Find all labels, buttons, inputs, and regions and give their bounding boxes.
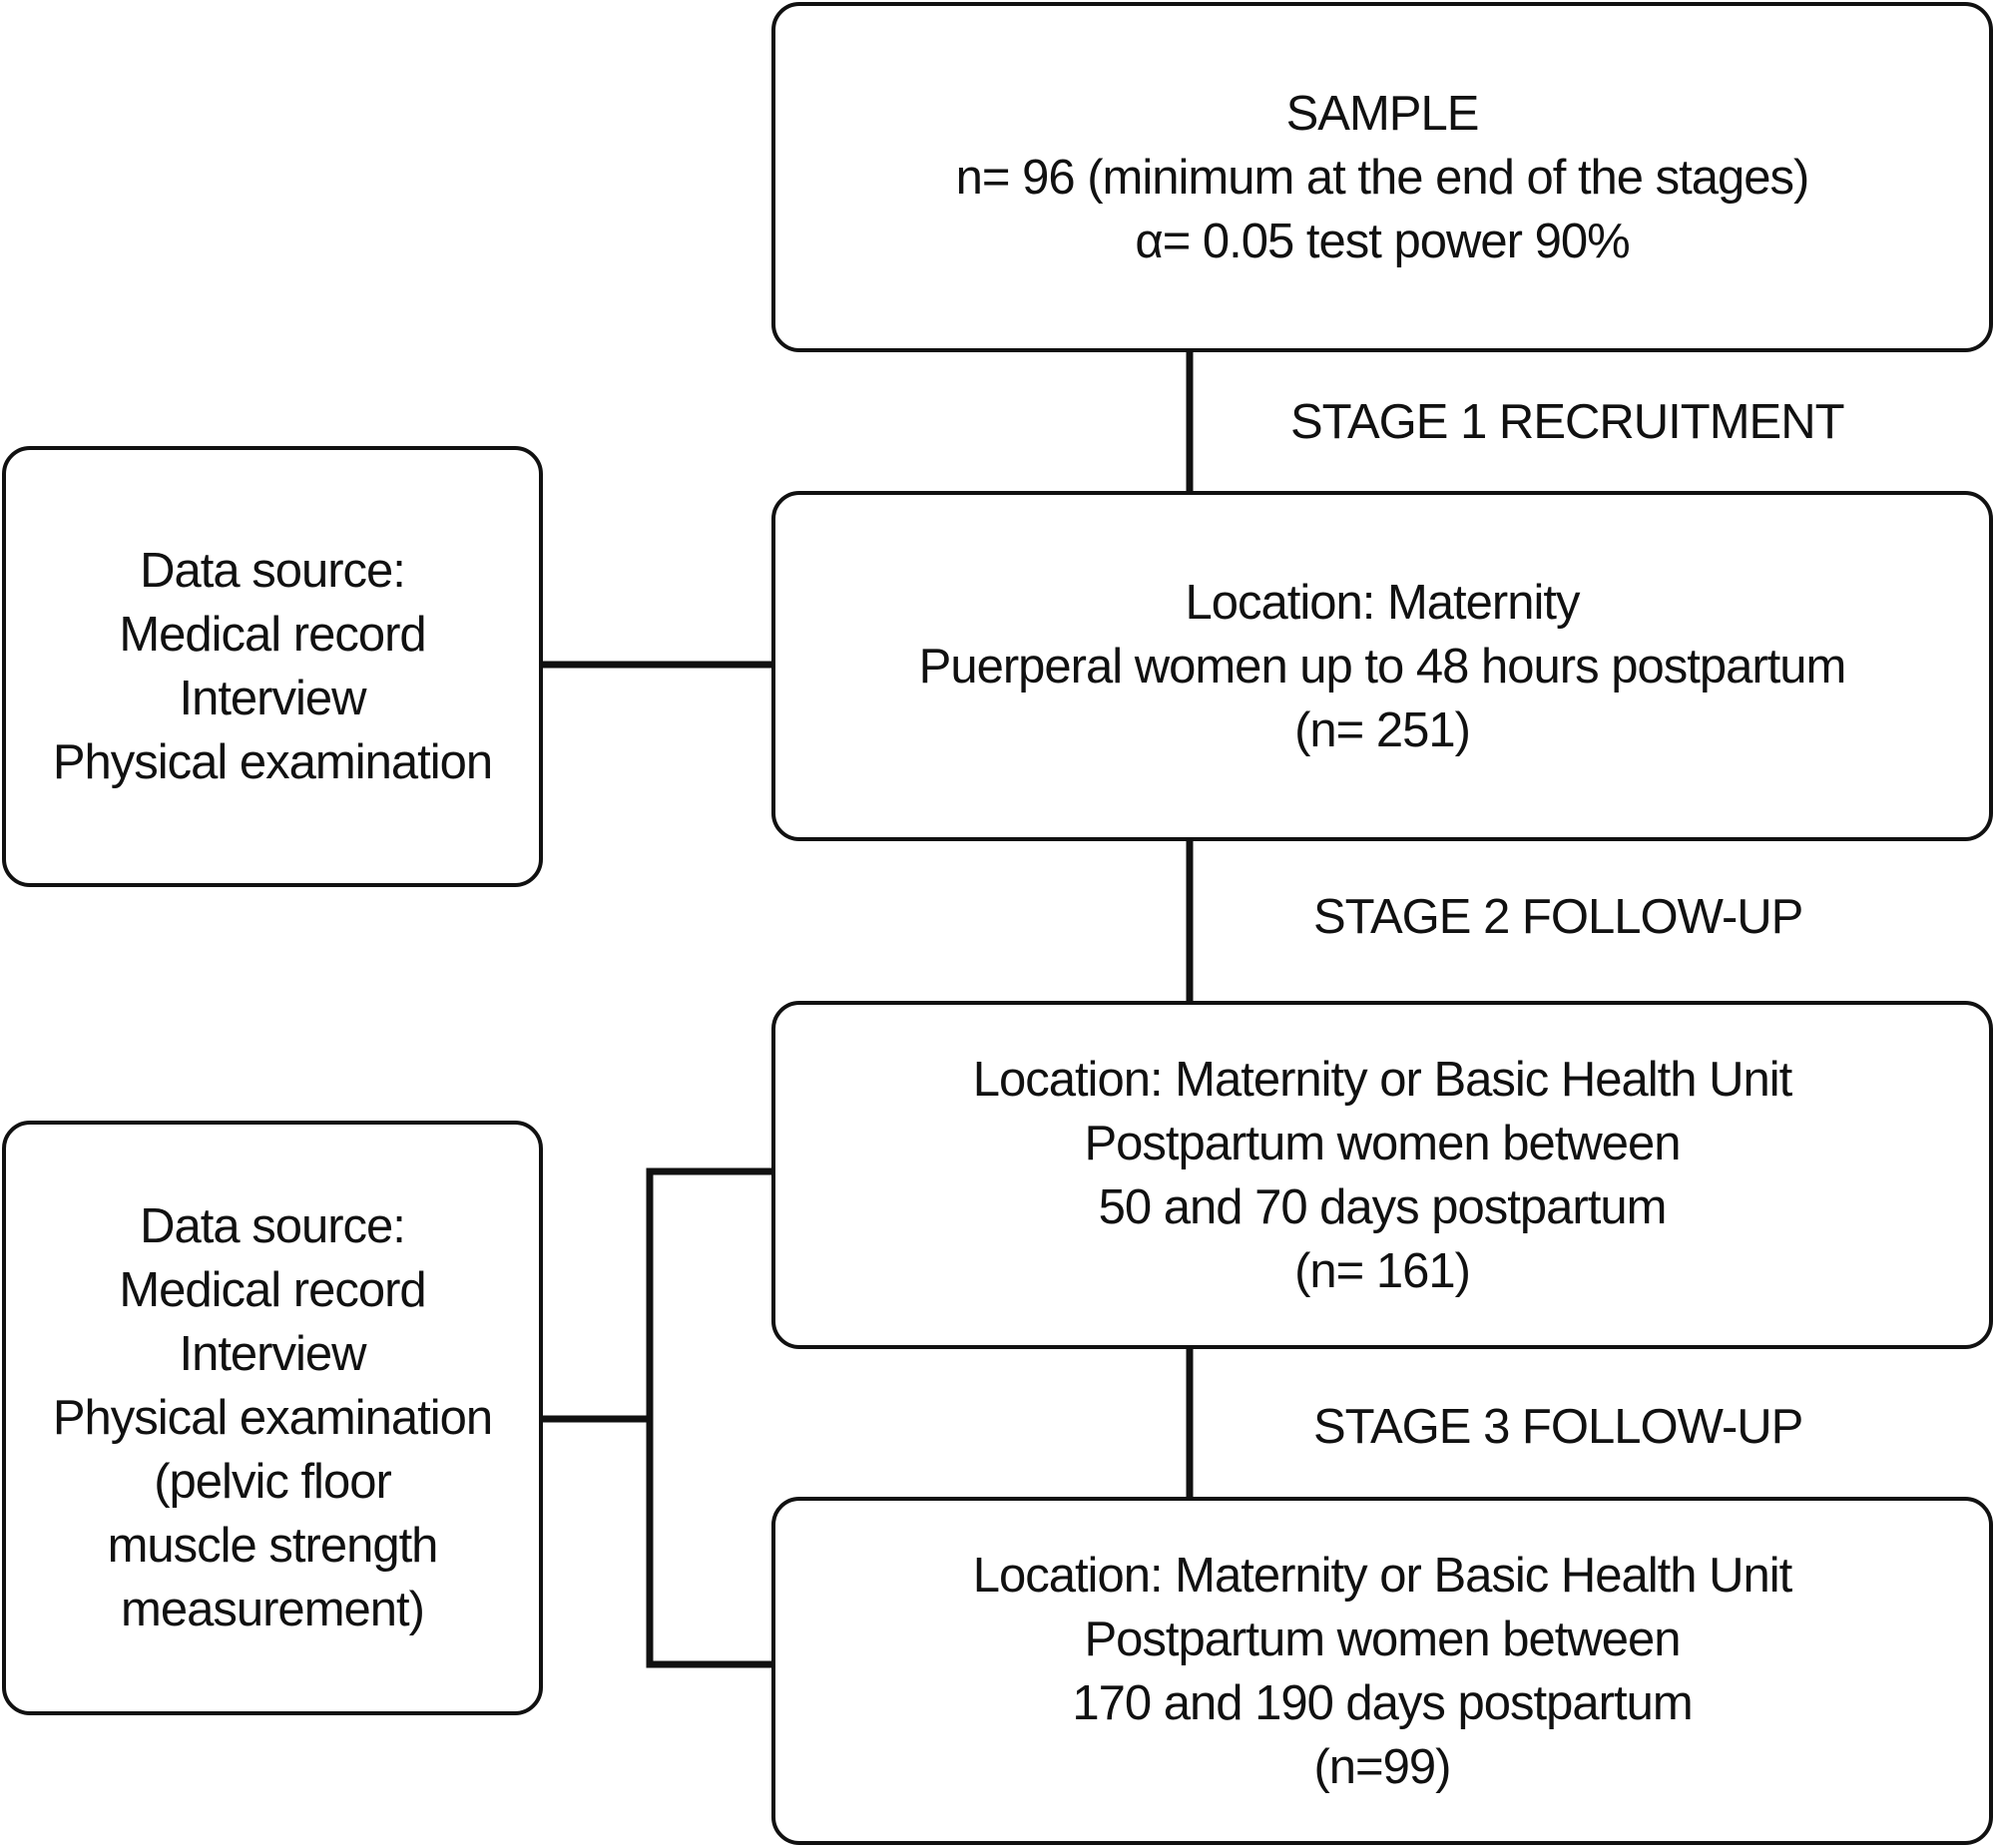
stage3-label: STAGE 3 FOLLOW-UP <box>1313 1400 1803 1454</box>
sample-power: α= 0.05 test power 90% <box>1135 214 1630 268</box>
stage2-count: (n= 161) <box>1294 1243 1471 1298</box>
data-source-box-1: Data source: Medical record Interview Ph… <box>2 446 543 887</box>
sample-size: n= 96 (minimum at the end of the stages) <box>955 150 1810 205</box>
stage2-label: STAGE 2 FOLLOW-UP <box>1313 890 1803 944</box>
data-source-2-item: muscle strength <box>107 1519 439 1573</box>
data-source-1-item: Medical record <box>119 608 426 662</box>
data-source-2-item: measurement) <box>121 1583 425 1636</box>
stage3-box: Location: Maternity or Basic Health Unit… <box>771 1497 1993 1845</box>
sample-box: SAMPLE n= 96 (minimum at the end of the … <box>771 2 1993 352</box>
data-source-box-2: Data source: Medical record Interview Ph… <box>2 1121 543 1715</box>
data-source-2-item: Medical record <box>119 1263 426 1317</box>
data-source-2-item: (pelvic floor <box>154 1455 392 1509</box>
stage3-timeframe: 170 and 190 days postpartum <box>1072 1675 1693 1730</box>
data-source-2-heading: Data source: <box>140 1199 406 1253</box>
stage1-population: Puerperal women up to 48 hours postpartu… <box>918 639 1847 693</box>
stage2-timeframe: 50 and 70 days postpartum <box>1098 1179 1668 1234</box>
stage1-label: STAGE 1 RECRUITMENT <box>1290 395 1845 449</box>
data-source-1-heading: Data source: <box>140 544 406 598</box>
stage1-count: (n= 251) <box>1294 702 1471 757</box>
stage2-location: Location: Maternity or Basic Health Unit <box>972 1052 1793 1107</box>
sample-title: SAMPLE <box>1285 86 1480 141</box>
data-source-2-item: Interview <box>179 1327 366 1381</box>
data-source-1-item: Physical examination <box>52 735 493 789</box>
data-source-1-item: Interview <box>179 672 366 725</box>
stage3-population: Postpartum women between <box>1084 1612 1682 1666</box>
stage3-location: Location: Maternity or Basic Health Unit <box>972 1548 1793 1603</box>
stage3-count: (n=99) <box>1313 1739 1451 1794</box>
stage2-population: Postpartum women between <box>1084 1116 1682 1170</box>
stage2-box: Location: Maternity or Basic Health Unit… <box>771 1001 1993 1349</box>
connector-datasource2-bracket <box>646 1167 775 1668</box>
data-source-2-item: Physical examination <box>52 1391 493 1445</box>
stage1-box: Location: Maternity Puerperal women up t… <box>771 491 1993 841</box>
stage1-location: Location: Maternity <box>1185 575 1581 630</box>
